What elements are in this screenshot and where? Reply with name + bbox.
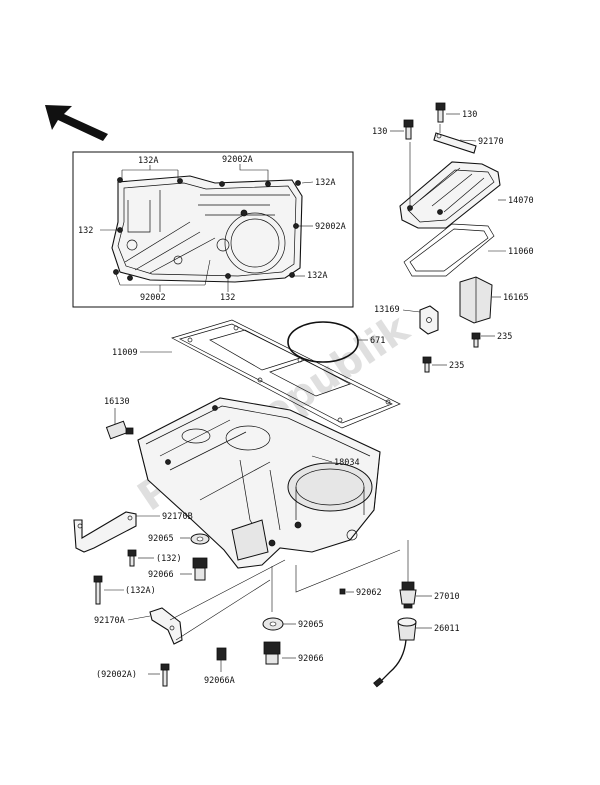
label-92170: 92170 — [478, 137, 504, 147]
inset-panel: 132A 92002A 132A 132 92002A 132A 92002 1… — [72, 151, 354, 308]
label-671: 671 — [370, 336, 385, 346]
label-14070: 14070 — [508, 196, 534, 206]
switch-27010-icon — [399, 581, 417, 609]
label-18034: 18034 — [334, 458, 360, 468]
front-direction-arrow-icon — [45, 105, 108, 141]
label-26011: 26011 — [434, 624, 460, 634]
label-235-lower: 235 — [449, 361, 464, 371]
label-92170B: 92170B — [162, 512, 193, 522]
label-132-paren: (132) — [156, 554, 182, 564]
inset-label-92002A-top: 92002A — [222, 155, 253, 165]
plug-92066A-icon — [216, 647, 227, 661]
label-13169: 13169 — [374, 305, 400, 315]
label-92066-left: 92066 — [148, 570, 174, 580]
label-130-right: 130 — [462, 110, 477, 120]
label-92170A: 92170A — [94, 616, 125, 626]
breather-cover-assembly — [390, 102, 506, 373]
label-235-right: 235 — [497, 332, 512, 342]
label-16165: 16165 — [503, 293, 529, 303]
label-130-left: 130 — [372, 127, 387, 137]
inset-label-132A-top: 132A — [138, 156, 158, 166]
o-ring-671-shape — [287, 321, 359, 363]
bolt-92002A-icon — [160, 663, 170, 687]
label-132A-paren: (132A) — [125, 586, 156, 596]
oil-pressure-switch-16130-icon — [105, 420, 134, 440]
pan-gasket-11009-shape — [171, 319, 401, 429]
label-92062: 92062 — [356, 588, 382, 598]
inset-label-92002A-right: 92002A — [315, 222, 346, 232]
breather-cover-14070-shape — [399, 161, 501, 229]
label-92002A-paren: (92002A) — [96, 670, 137, 680]
oil-pan-18034-shape — [137, 397, 381, 569]
bracket-92170A-shape — [149, 559, 286, 645]
inset-label-92002: 92002 — [140, 293, 166, 303]
label-16130: 16130 — [104, 397, 130, 407]
plate-92170-shape — [433, 132, 477, 154]
bolt-130-right-icon — [435, 102, 446, 123]
screw-235-right-icon — [471, 332, 481, 348]
label-27010: 27010 — [434, 592, 460, 602]
inset-label-132A-lower-right: 132A — [307, 271, 327, 281]
label-11060: 11060 — [508, 247, 534, 257]
bracket-13169-shape — [419, 305, 439, 335]
label-92065-right: 92065 — [298, 620, 324, 630]
bolt-132-icon — [127, 549, 137, 567]
inset-label-132-left: 132 — [78, 226, 93, 236]
label-92066-right: 92066 — [298, 654, 324, 664]
inset-label-132-bottom: 132 — [220, 293, 235, 303]
label-92066A: 92066A — [204, 676, 235, 686]
bolt-132A-icon — [93, 575, 103, 605]
screw-235-lower-icon — [422, 356, 432, 373]
gasket-11060-shape — [403, 223, 495, 277]
inset-leader-lines — [100, 164, 314, 292]
label-92065-left: 92065 — [148, 534, 174, 544]
bolt-130-left-icon — [403, 119, 414, 140]
bracket-92170B-shape — [73, 511, 137, 553]
sensor-26011-icon — [373, 617, 417, 688]
drain-plug-92066-left-icon — [192, 557, 208, 581]
inset-oil-pan-drawing — [111, 175, 303, 283]
inset-label-132A-right: 132A — [315, 178, 335, 188]
label-11009: 11009 — [112, 348, 138, 358]
part-92062-icon — [339, 588, 346, 595]
drain-plug-92066-right-icon — [263, 641, 281, 665]
